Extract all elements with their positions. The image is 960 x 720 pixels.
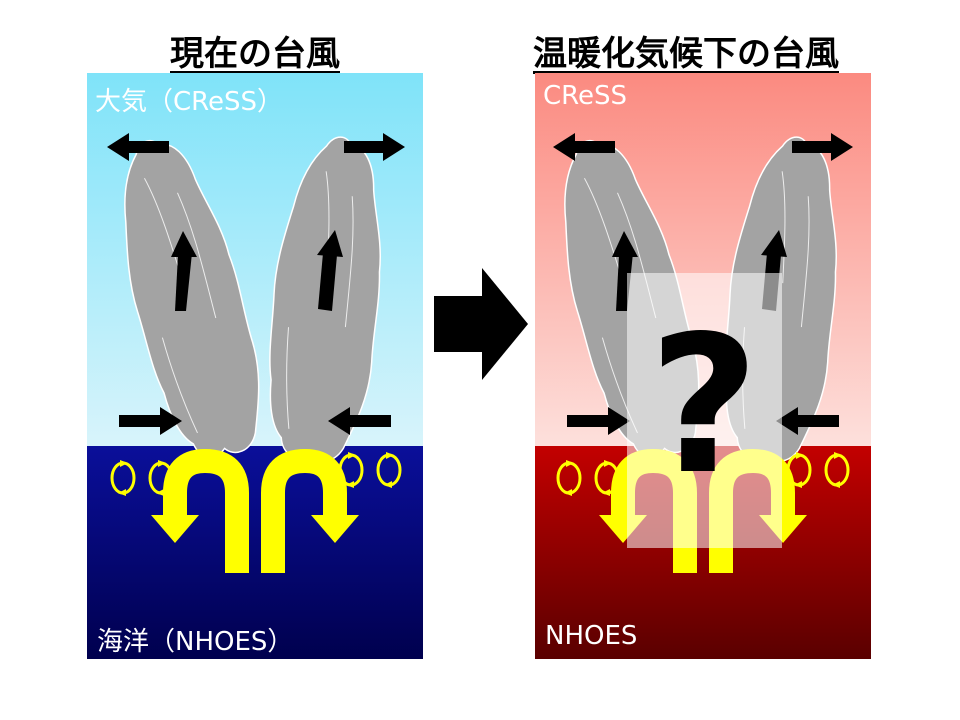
ocean-model-label: NHOES xyxy=(545,621,638,651)
updraft-arrow-icon xyxy=(612,231,638,311)
updraft-arrow-icon xyxy=(171,231,197,311)
wind-arrow-icon xyxy=(328,407,391,435)
wind-arrow-icon xyxy=(567,407,630,435)
unknown-overlay xyxy=(627,273,782,548)
wind-arrow-icon xyxy=(344,133,405,161)
transition-arrow-icon xyxy=(434,268,528,380)
wind-arrow-icon xyxy=(792,133,853,161)
wind-arrow-icon xyxy=(107,133,169,161)
upwelling-arrow-icon xyxy=(261,448,359,573)
question-mark: ? xyxy=(649,295,759,516)
atmosphere-model-label: 大気（CReSS） xyxy=(95,87,284,117)
ocean-region xyxy=(87,446,423,659)
ocean-model-label: 海洋（NHOES） xyxy=(97,627,294,657)
wind-arrow-icon xyxy=(119,407,182,435)
title-present-typhoon: 現在の台風 xyxy=(170,34,340,74)
present-typhoon-panel: 大気（CReSS） 海洋（NHOES） xyxy=(87,73,423,659)
updraft-arrow-icon xyxy=(317,230,343,311)
upwelling-arrow-icon xyxy=(151,448,249,573)
wind-arrow-icon xyxy=(776,407,839,435)
atmosphere-model-label: CReSS xyxy=(543,81,628,111)
present-typhoon-diagram xyxy=(87,73,423,659)
warming-typhoon-diagram: ? xyxy=(535,73,871,659)
wind-arrow-icon xyxy=(553,133,615,161)
warming-typhoon-panel: ? CReSS NHOES xyxy=(535,73,871,659)
title-warming-typhoon: 温暖化気候下の台風 xyxy=(533,34,839,74)
